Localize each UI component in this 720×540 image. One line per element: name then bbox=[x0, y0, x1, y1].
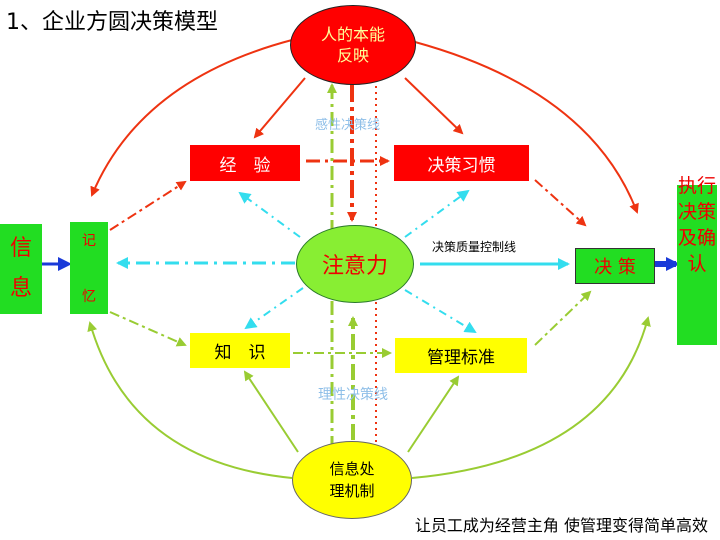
arc-processing-to-decision bbox=[411, 316, 651, 479]
information-box: 信 息 bbox=[0, 224, 42, 314]
decision-box: 决 策 bbox=[575, 248, 655, 284]
arrow-management-to-decision bbox=[534, 290, 592, 346]
execute-confirm-label: 执行决策及确认 bbox=[677, 175, 716, 275]
information-label: 信 息 bbox=[9, 236, 32, 301]
arrow-memory-to-experience bbox=[109, 180, 187, 231]
arrow-instinct-to-habit bbox=[404, 77, 464, 135]
arrow-attention-to-experience bbox=[238, 191, 301, 238]
instinct-label: 人的本能 反映 bbox=[320, 25, 385, 65]
info-processing-label: 信息处 理机制 bbox=[329, 460, 375, 500]
page-title: 1、企业方圆决策模型 bbox=[6, 10, 218, 35]
memory-label-top: 记 bbox=[82, 233, 96, 249]
perceptual-line-label: 感性决策线 bbox=[315, 118, 381, 133]
memory-label-bottom: 忆 bbox=[82, 289, 96, 305]
knowledge-label: 知 识 bbox=[214, 343, 266, 363]
arrow-attention-to-management bbox=[404, 289, 477, 334]
arrow-attention-to-knowledge bbox=[244, 287, 304, 330]
attention-node: 注意力 bbox=[296, 225, 414, 303]
memory-box: 记 忆 bbox=[70, 222, 108, 314]
habit-label: 决策习惯 bbox=[427, 155, 496, 176]
instinct-node: 人的本能 反映 bbox=[290, 5, 416, 85]
info-processing-node: 信息处 理机制 bbox=[292, 441, 412, 519]
attention-label: 注意力 bbox=[321, 254, 388, 279]
experience-box: 经 验 bbox=[190, 145, 300, 181]
arrow-instinct-to-experience bbox=[253, 77, 306, 139]
decision-label: 决 策 bbox=[594, 257, 636, 278]
experience-label: 经 验 bbox=[219, 155, 271, 176]
habit-box: 决策习惯 bbox=[394, 145, 529, 181]
arc-processing-to-memory bbox=[87, 321, 293, 479]
arc-instinct-to-memory bbox=[90, 39, 293, 197]
quality-control-line-label: 决策质量控制线 bbox=[432, 240, 517, 254]
rational-line-label: 理性决策线 bbox=[318, 387, 388, 403]
management-standard-label: 管理标准 bbox=[427, 348, 495, 368]
knowledge-box: 知 识 bbox=[190, 333, 290, 368]
arc-instinct-to-decision bbox=[414, 41, 639, 214]
arrow-processing-to-knowledge bbox=[243, 370, 299, 453]
execute-confirm-box: 执行决策及确认 bbox=[677, 175, 717, 345]
arrow-processing-to-management bbox=[407, 375, 460, 453]
arrow-attention-to-habit bbox=[404, 189, 470, 238]
management-standard-box: 管理标准 bbox=[395, 338, 527, 373]
arrow-habit-to-decision bbox=[534, 179, 587, 227]
footer-slogan: 让员工成为经营主角 使管理变得简单高效 bbox=[414, 516, 708, 535]
arrow-memory-to-knowledge bbox=[109, 311, 187, 347]
